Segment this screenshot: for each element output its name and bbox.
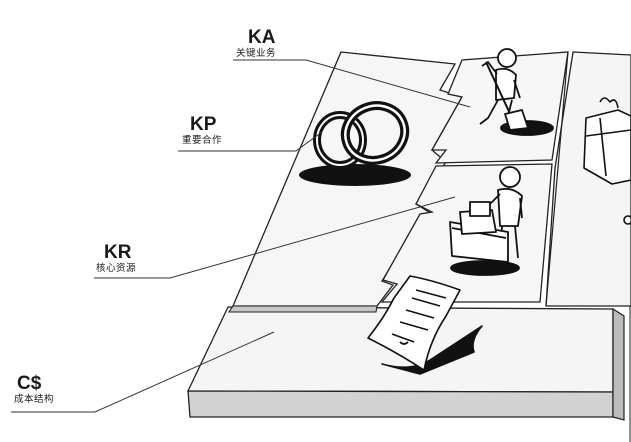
person-pushing-cart-icon: [449, 166, 523, 276]
kr-leader-line: [94, 196, 456, 279]
rings-icon: [299, 101, 411, 186]
cost-structure-name: 成本结构: [14, 394, 55, 405]
key-resources-name: 核心资源: [96, 263, 137, 274]
label-key-partners: KP 重要合作: [182, 114, 222, 147]
label-key-activities: KA 关键业务: [236, 27, 276, 60]
label-cost-structure: C$ 成本结构: [14, 373, 55, 406]
cs-leader-line: [11, 331, 275, 413]
cost-structure-code: C$: [17, 373, 42, 394]
label-key-resources: KR 核心资源: [96, 242, 136, 275]
key-activities-code: KA: [248, 27, 276, 48]
gift-box-icon: [583, 97, 631, 225]
key-partners-code: KP: [190, 114, 217, 135]
key-partners-name: 重要合作: [182, 135, 223, 146]
ka-leader-line: [233, 59, 471, 108]
kp-leader-line: [178, 131, 323, 152]
digging-person-icon: [479, 48, 554, 136]
key-activities-name: 关键业务: [236, 48, 277, 59]
key-resources-code: KR: [104, 242, 132, 263]
invoice-paper-icon: [367, 275, 483, 375]
leader-lines: [11, 59, 471, 413]
